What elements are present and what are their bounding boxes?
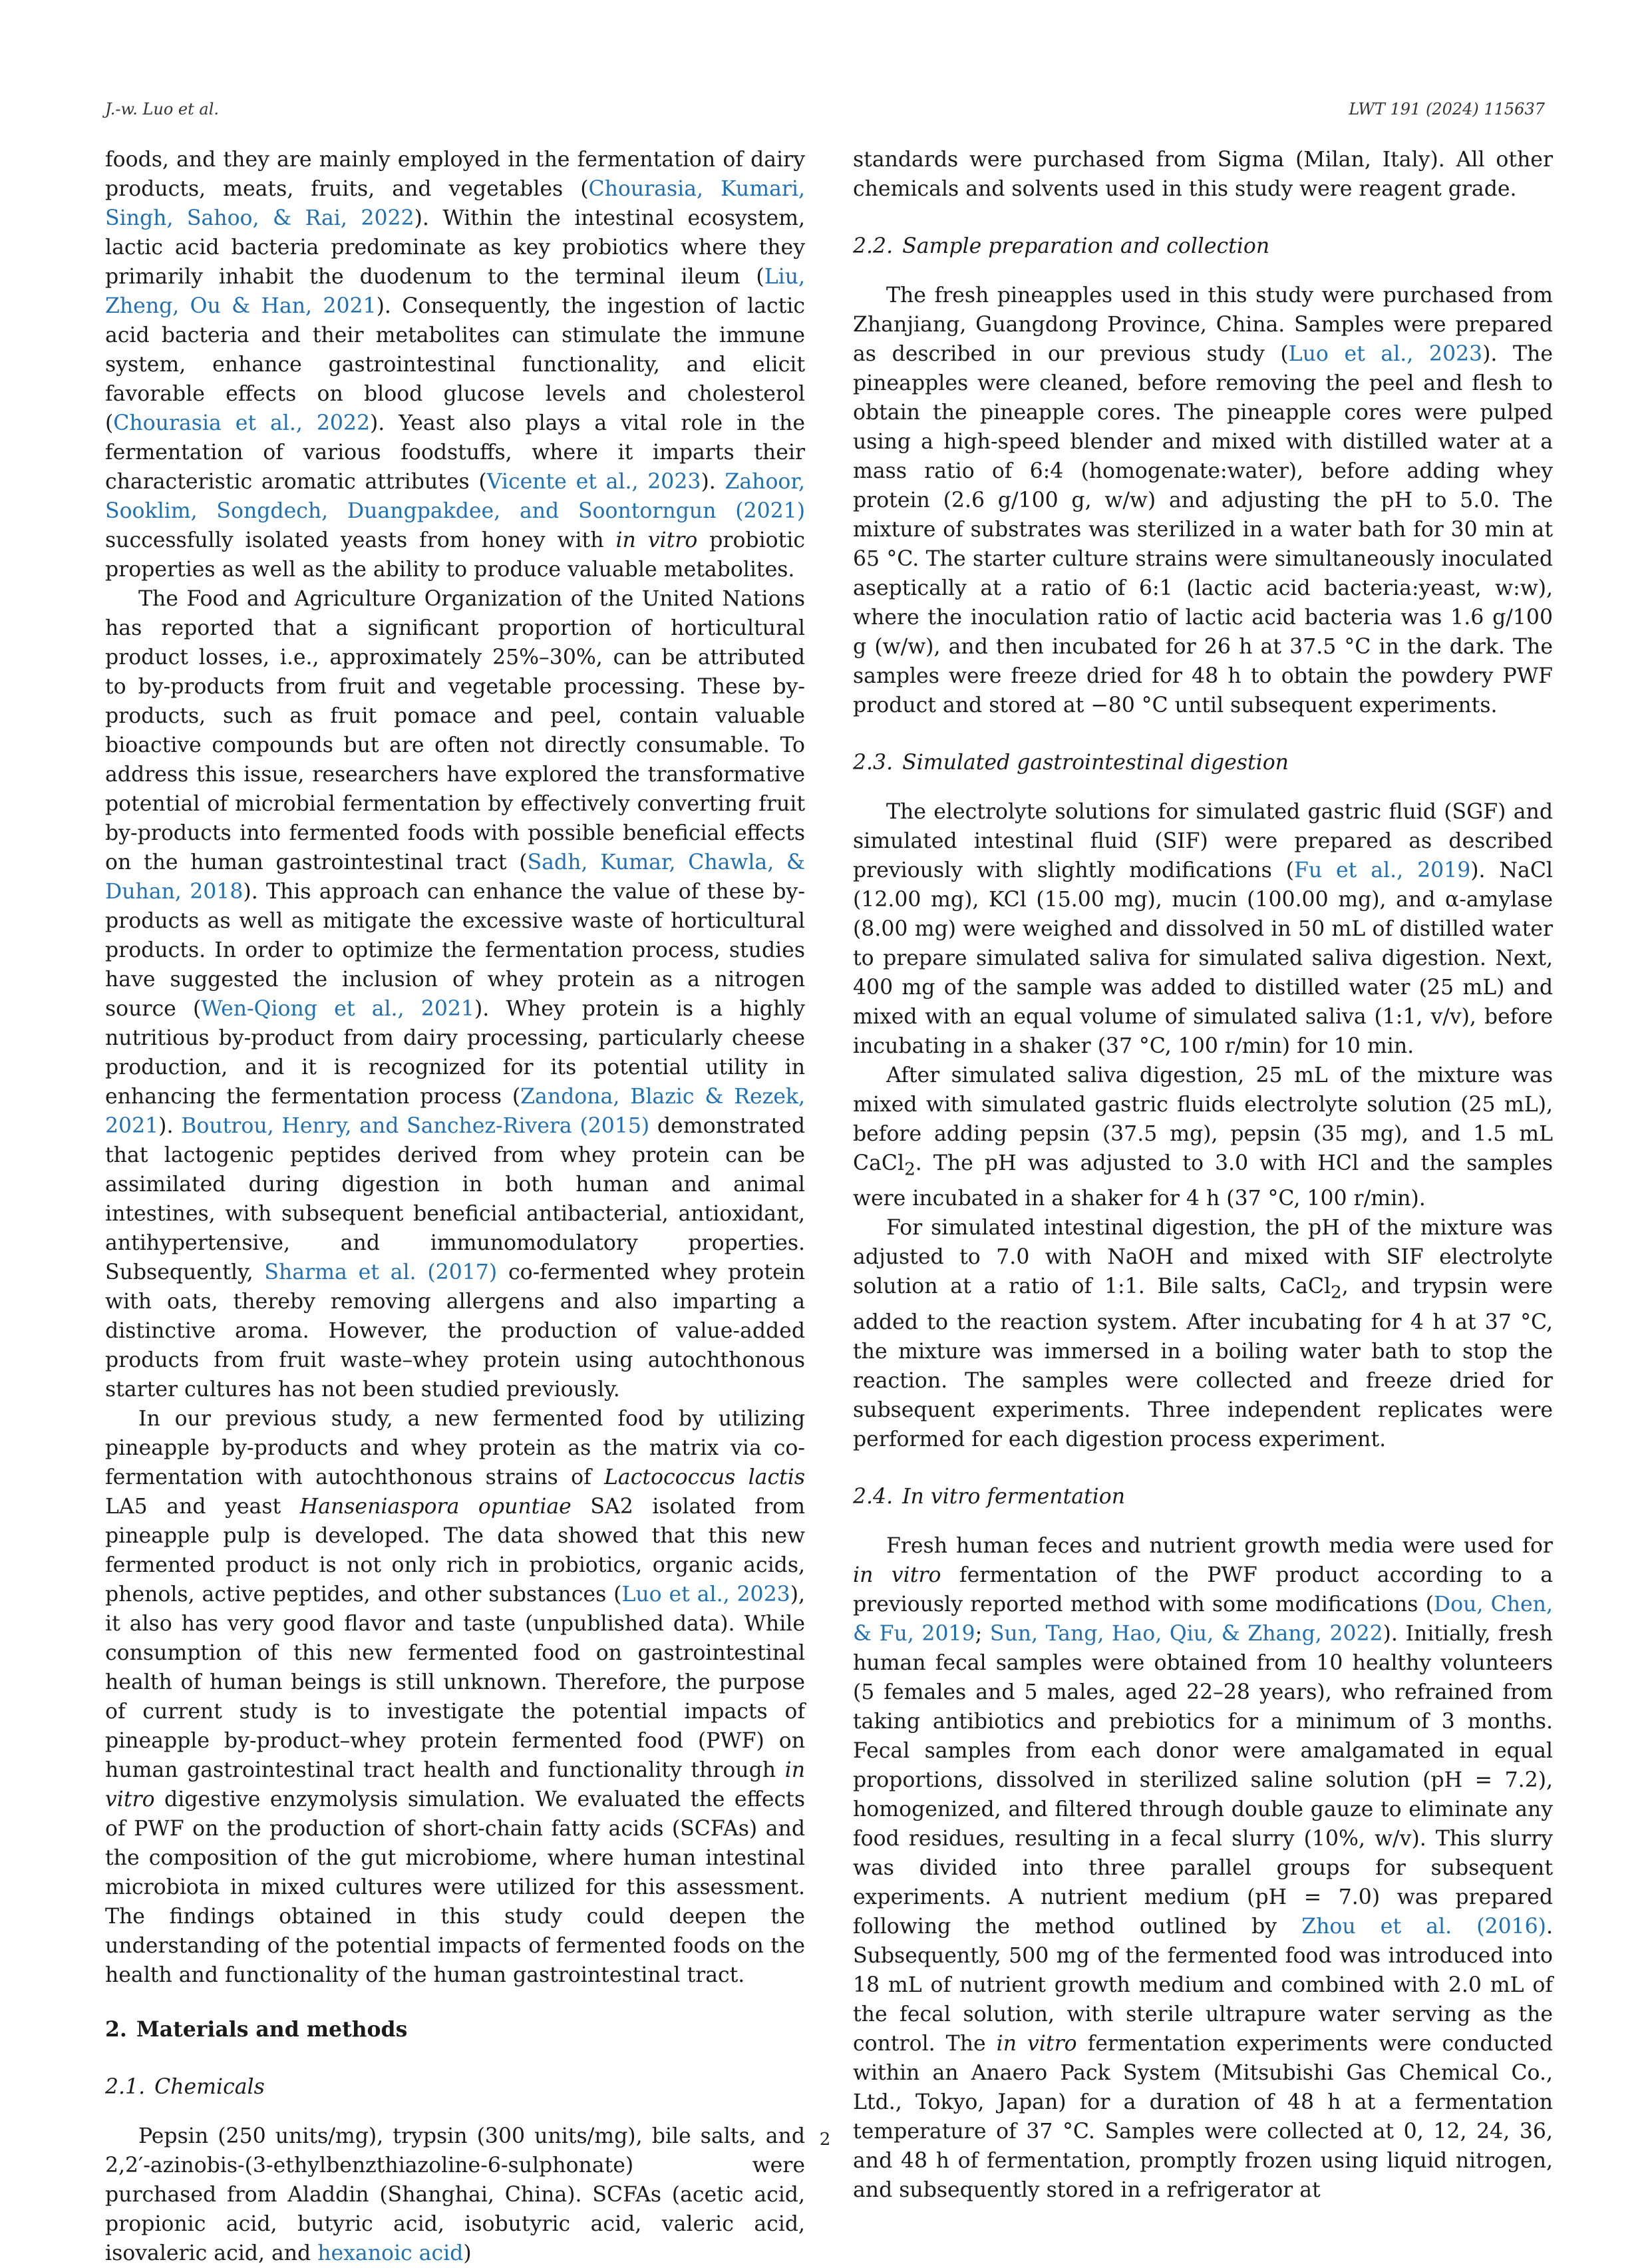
left-column: foods, and they are mainly employed in t… bbox=[105, 145, 805, 2268]
citation-link[interactable]: Dou, Chen, & Fu, 2019 bbox=[853, 1592, 1553, 1646]
citation-link[interactable]: Sun, Tang, Hao, Qiu, & Zhang, 2022 bbox=[989, 1621, 1383, 1646]
italic-term: Hanseniaspora opuntiae bbox=[299, 1495, 572, 1519]
section-heading: 2. Materials and methods bbox=[105, 2015, 805, 2044]
italic-term: in vitro bbox=[996, 2031, 1077, 2056]
paragraph: The Food and Agriculture Organization of… bbox=[105, 587, 806, 1402]
citation-link[interactable]: Fu et al., 2019 bbox=[1293, 858, 1471, 882]
subscript: 2 bbox=[904, 1159, 915, 1180]
running-head-authors: J.-w. Luo et al. bbox=[105, 100, 220, 118]
paragraph: The electrolyte solutions for simulated … bbox=[853, 800, 1553, 1058]
subsection-heading: 2.4. In vitro fermentation bbox=[853, 1482, 1553, 1511]
subscript: 2 bbox=[1331, 1282, 1342, 1303]
page-number: 2 bbox=[819, 2130, 831, 2150]
citation-link[interactable]: Zhou et al. (2016) bbox=[1301, 1914, 1546, 1939]
citation-link[interactable]: Vicente et al., 2023 bbox=[486, 470, 701, 494]
italic-term: Lactococcus lactis bbox=[604, 1465, 805, 1489]
citation-link[interactable]: Wen-Qiong et al., 2021 bbox=[201, 997, 474, 1021]
italic-term: in vitro bbox=[853, 1563, 941, 1587]
subsection-number: 2.4. bbox=[853, 1484, 894, 1509]
paragraph: Fresh human feces and nutrient growth me… bbox=[853, 1533, 1553, 2202]
italic-term: in vitro bbox=[105, 1758, 805, 1811]
citation-link[interactable]: Sharma et al. (2017) bbox=[264, 1260, 498, 1284]
paragraph: standards were purchased from Sigma (Mil… bbox=[853, 148, 1553, 201]
citation-link[interactable]: Chourasia et al., 2022 bbox=[113, 411, 370, 435]
citation-link[interactable]: Liu, Zheng, Ou & Han, 2021 bbox=[105, 265, 805, 318]
paragraph: foods, and they are mainly employed in t… bbox=[105, 148, 805, 582]
paragraph: For simulated intestinal digestion, the … bbox=[853, 1216, 1553, 1451]
citation-link[interactable]: Luo et al., 2023 bbox=[621, 1583, 790, 1606]
citation-link[interactable]: Luo et al., 2023 bbox=[1288, 342, 1483, 366]
subsection-title: Chemicals bbox=[154, 2075, 265, 2099]
citation-link[interactable]: Chourasia, Kumari, Singh, Sahoo, & Rai, … bbox=[105, 177, 805, 230]
subsection-number: 2.2. bbox=[853, 234, 894, 258]
italic-term: in vitro bbox=[615, 528, 698, 552]
running-head-journal: LWT 191 (2024) 115637 bbox=[1349, 100, 1545, 118]
paragraph: In our previous study, a new fermented f… bbox=[105, 1407, 805, 1987]
subsection-number: 2.3. bbox=[853, 751, 894, 775]
subsection-title: In vitro fermentation bbox=[902, 1484, 1125, 1509]
subsection-heading: 2.1. Chemicals bbox=[105, 2072, 805, 2102]
subsection-title: Sample preparation and collection bbox=[902, 234, 1270, 258]
subsection-heading: 2.3. Simulated gastrointestinal digestion bbox=[853, 748, 1553, 777]
section-title: Materials and methods bbox=[136, 2017, 408, 2042]
citation-link[interactable]: Zandona, Blazic & Rezek, 2021 bbox=[105, 1085, 805, 1138]
citation-link[interactable]: hexanoic acid bbox=[317, 2241, 464, 2265]
paragraph: The fresh pineapples used in this study … bbox=[853, 284, 1553, 717]
article-page: J.-w. Luo et al. LWT 191 (2024) 115637 f… bbox=[105, 100, 1553, 2265]
right-column: standards were purchased from Sigma (Mil… bbox=[853, 145, 1553, 2205]
citation-link[interactable]: Sadh, Kumar, Chawla, & Duhan, 2018 bbox=[105, 850, 805, 904]
subsection-title: Simulated gastrointestinal digestion bbox=[902, 751, 1289, 775]
citation-link[interactable]: Boutrou, Henry, and Sanchez-Rivera (2015… bbox=[181, 1114, 650, 1138]
citation-link[interactable]: Zahoor, Sooklim, Songdech, Duangpakdee, … bbox=[105, 470, 805, 523]
subsection-heading: 2.2. Sample preparation and collection bbox=[853, 232, 1553, 261]
paragraph: After simulated saliva digestion, 25 mL … bbox=[853, 1063, 1553, 1211]
subsection-number: 2.1. bbox=[105, 2075, 146, 2099]
section-number: 2. bbox=[105, 2017, 127, 2042]
